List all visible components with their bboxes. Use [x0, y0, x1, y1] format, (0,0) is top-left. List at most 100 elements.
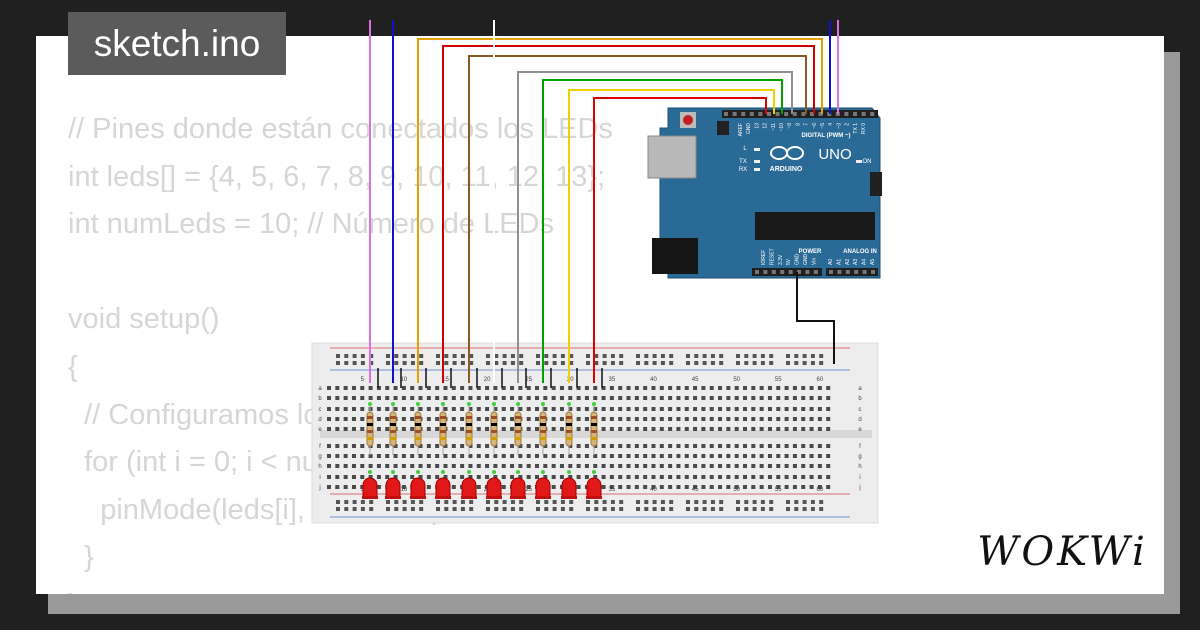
breadboard-hole	[360, 464, 365, 468]
led-base	[561, 496, 577, 499]
breadboard-hole	[618, 386, 623, 390]
breadboard-hole	[410, 407, 415, 411]
breadboard-hole	[668, 417, 673, 421]
rail-hole	[344, 361, 349, 365]
sketch-tab[interactable]: sketch.ino	[68, 12, 286, 75]
rail-hole	[736, 361, 740, 365]
rail-hole	[819, 361, 824, 365]
breadboard-hole	[451, 444, 456, 448]
resistor-band	[440, 423, 446, 426]
connection-dot	[541, 402, 545, 406]
breadboard-hole	[767, 485, 772, 489]
breadboard-hole	[734, 396, 739, 400]
header-pin	[837, 270, 842, 274]
breadboard-hole	[351, 454, 356, 458]
breadboard-hole	[385, 475, 390, 479]
breadboard-hole	[393, 407, 398, 411]
breadboard-hole	[826, 386, 831, 390]
rail-hole	[369, 507, 374, 511]
breadboard-hole	[526, 485, 531, 489]
breadboard-hole	[518, 444, 523, 448]
rail-hole	[519, 361, 524, 365]
ground-wire	[796, 272, 835, 364]
breadboard-hole	[759, 454, 764, 458]
breadboard-hole	[360, 444, 365, 448]
breadboard-hole	[743, 407, 747, 411]
breadboard-hole	[401, 454, 406, 458]
rail-hole	[494, 500, 499, 504]
led-base	[535, 496, 551, 499]
row-letter: f	[859, 444, 861, 450]
breadboard-hole	[435, 475, 440, 479]
breadboard-hole	[526, 454, 531, 458]
breadboard-hole	[618, 485, 623, 489]
breadboard-hole	[776, 386, 781, 390]
resistor-band	[415, 423, 421, 426]
rail-hole	[602, 507, 607, 511]
row-letter: j	[858, 485, 860, 491]
breadboard-hole	[510, 396, 515, 400]
breadboard-hole	[718, 417, 723, 421]
breadboard-hole	[476, 444, 481, 448]
header-pin	[870, 112, 875, 116]
breadboard-hole	[826, 454, 831, 458]
breadboard-hole	[709, 417, 714, 421]
rail-hole	[702, 354, 707, 358]
breadboard-hole	[543, 464, 548, 468]
breadboard-hole	[327, 417, 331, 421]
breadboard-hole	[443, 386, 448, 390]
led	[435, 477, 451, 499]
breadboard-hole	[476, 427, 481, 431]
rail-hole	[386, 500, 390, 504]
breadboard-hole	[801, 386, 806, 390]
breadboard-hole	[543, 454, 548, 458]
rail-hole	[386, 507, 390, 511]
breadboard-hole	[634, 417, 639, 421]
led-on-label: ON	[863, 159, 872, 165]
analog-label: ANALOG IN	[843, 249, 877, 255]
breadboard-hole	[493, 386, 498, 390]
breadboard-hole	[451, 427, 456, 431]
breadboard-hole	[518, 407, 523, 411]
breadboard-hole	[568, 396, 573, 400]
rail-hole	[569, 507, 574, 511]
breadboard-hole	[634, 485, 639, 489]
breadboard-hole	[726, 464, 731, 468]
breadboard-hole	[559, 427, 564, 431]
rail-hole	[786, 500, 790, 504]
rail-hole	[669, 361, 674, 365]
breadboard-hole	[734, 427, 739, 431]
led-rx-label: RX	[739, 167, 747, 173]
breadboard-hole	[584, 475, 589, 479]
column-number: 5	[361, 377, 365, 383]
column-number: 55	[775, 487, 782, 493]
column-number: 50	[733, 377, 740, 383]
breadboard-hole	[593, 386, 598, 390]
row-letter: c	[319, 407, 322, 413]
rail-hole	[660, 500, 665, 504]
breadboard-hole	[792, 475, 797, 479]
breadboard-hole	[634, 475, 639, 479]
breadboard-hole	[801, 396, 806, 400]
rail-hole	[644, 500, 649, 504]
breadboard-hole	[676, 485, 681, 489]
breadboard-hole	[543, 396, 548, 400]
breadboard-hole	[734, 407, 739, 411]
breadboard-hole	[676, 386, 681, 390]
column-number: 40	[650, 487, 657, 493]
breadboard-hole	[676, 427, 681, 431]
header-pin	[853, 112, 857, 116]
led-base	[461, 496, 477, 499]
breadboard-hole	[693, 396, 698, 400]
rail-hole	[586, 354, 590, 358]
breadboard-hole	[535, 396, 539, 400]
breadboard-hole	[809, 386, 814, 390]
rail-hole	[552, 500, 557, 504]
breadboard-hole	[651, 475, 656, 479]
breadboard-hole	[435, 444, 440, 448]
rail-hole	[394, 500, 399, 504]
led-base	[435, 496, 451, 499]
pin-label: ~9	[787, 123, 793, 129]
breadboard-hole	[684, 386, 689, 390]
